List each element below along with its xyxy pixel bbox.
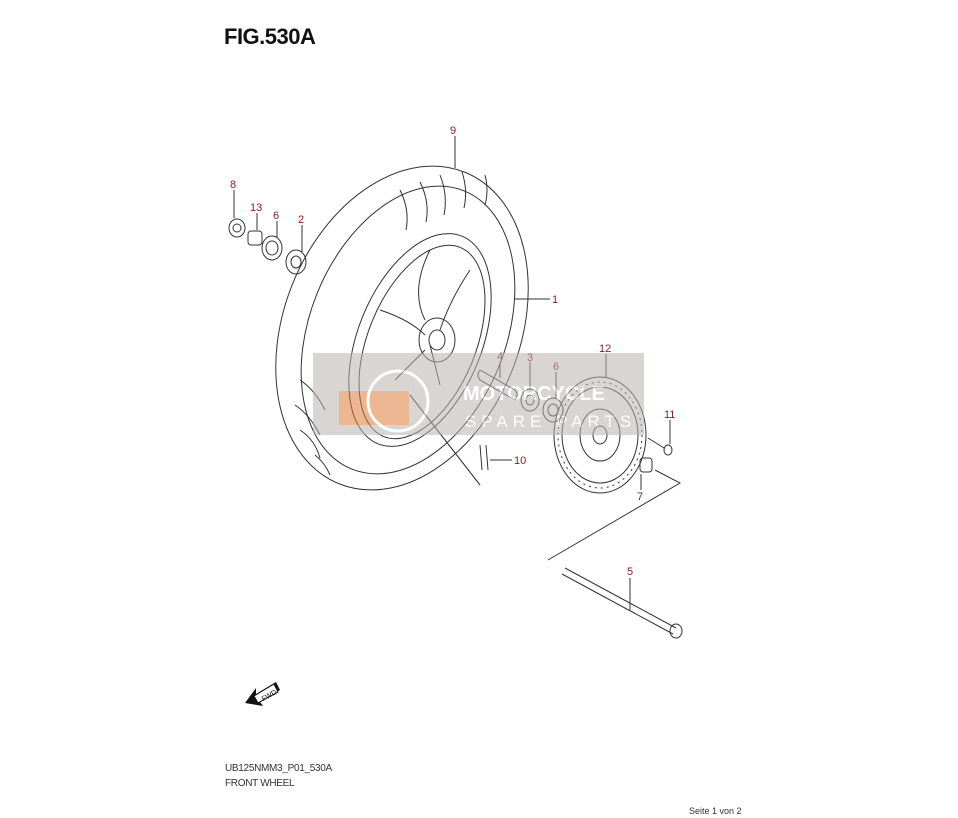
callout-12: 12 [599, 343, 611, 355]
callout-6-left: 6 [273, 210, 279, 222]
watermark-line1: MOTORCYCLE [463, 383, 605, 405]
diagram-code: UB125NMM3_P01_530A [225, 763, 332, 774]
bolt-11 [647, 437, 665, 449]
nut-8 [228, 218, 246, 238]
spacer-13 [247, 230, 263, 246]
callout-11: 11 [664, 409, 675, 421]
callout-10: 10 [514, 455, 526, 467]
callout-7: 7 [637, 491, 643, 503]
valve-10 [479, 444, 489, 471]
callout-13: 13 [250, 202, 262, 214]
callout-8: 8 [230, 179, 236, 191]
diagram-name: FRONT WHEEL [225, 778, 295, 789]
watermark-line2: SPARE PARTS [465, 412, 636, 431]
bearing-2 [285, 249, 307, 275]
spacer-7 [639, 457, 653, 473]
fwd-arrow-icon: FWD [245, 682, 280, 706]
seal-6-left [261, 235, 283, 261]
callout-1: 1 [552, 294, 558, 306]
axle-5 [561, 567, 677, 635]
page-indicator: Seite 1 von 2 [689, 806, 742, 816]
wheel-logo-icon [366, 369, 430, 433]
callout-2: 2 [298, 214, 304, 226]
callout-5: 5 [627, 566, 633, 578]
figure-title: FIG.530A [224, 24, 316, 49]
watermark-logo: MOTORCYCLE SPARE PARTS [313, 353, 644, 435]
callout-9: 9 [450, 125, 456, 137]
tire [275, 165, 529, 491]
